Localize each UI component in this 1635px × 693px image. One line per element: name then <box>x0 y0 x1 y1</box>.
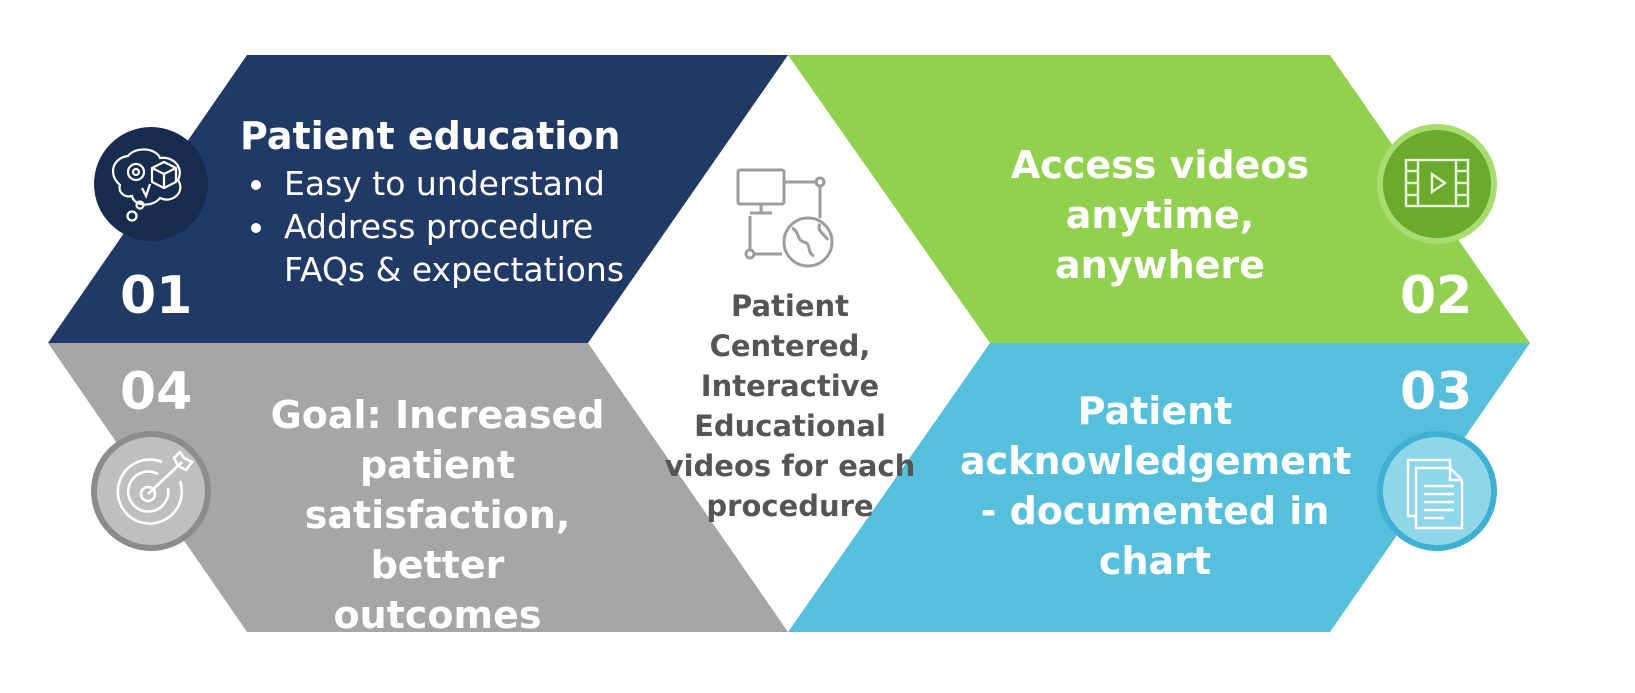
segment-03-title: Patient acknowledgement - documented in … <box>960 389 1352 583</box>
segment-01-shape <box>48 55 788 343</box>
brain-lightbulb-icon <box>94 127 208 241</box>
bullet-item: Easy to understand <box>278 162 658 205</box>
bullet-item: Address procedure FAQs & expectations <box>278 205 658 291</box>
document-icon <box>1377 431 1497 551</box>
segment-03-shape <box>788 343 1530 632</box>
segment-03-number: 03 <box>1400 362 1473 422</box>
segment-02-number: 02 <box>1400 266 1473 326</box>
target-arrow-icon <box>91 431 211 551</box>
segment-04-number: 04 <box>120 362 193 422</box>
segment-02-title: Access videos anytime, anywhere <box>1010 143 1310 287</box>
segment-01-title: Patient education <box>240 114 621 158</box>
segment-01-number: 01 <box>120 266 193 326</box>
segment-01-bullets: Easy to understand Address procedure FAQ… <box>240 162 658 291</box>
segment-02-shape <box>788 55 1530 343</box>
segment-04-shape <box>48 343 788 632</box>
center-text: Patient Centered, Interactive Educationa… <box>664 289 916 523</box>
video-play-icon <box>1377 124 1497 244</box>
computer-globe-network-icon <box>736 168 834 268</box>
segment-04-title: Goal: Increased patient satisfaction, be… <box>270 393 605 637</box>
